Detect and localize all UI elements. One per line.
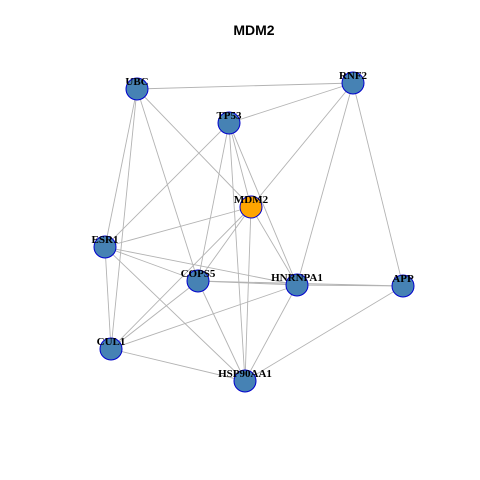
node-circle-app[interactable] — [391, 274, 415, 298]
node-hnrnpa1[interactable]: HNRNPA1 — [271, 272, 323, 297]
node-label-ubc: UBC — [125, 76, 148, 88]
edge-cul1-hsp90aa1 — [110, 348, 246, 382]
edge-layer — [104, 82, 404, 382]
edge-tp53-hnrnpa1 — [228, 122, 298, 286]
edge-ubc-rnf2 — [136, 82, 354, 90]
node-label-app: APP — [392, 273, 414, 285]
edge-esr1-hsp90aa1 — [104, 246, 246, 382]
node-circle-hnrnpa1[interactable] — [285, 273, 309, 297]
node-label-rnf2: RNF2 — [339, 70, 368, 82]
node-mdm2[interactable]: MDM2 — [234, 194, 269, 219]
node-circle-rnf2[interactable] — [341, 71, 365, 95]
edge-mdm2-cul1 — [110, 206, 252, 350]
node-label-mdm2: MDM2 — [234, 194, 269, 206]
node-label-tp53: TP53 — [216, 110, 242, 122]
node-label-cul1: CUL1 — [97, 336, 126, 348]
edge-esr1-cops5 — [104, 246, 199, 282]
edge-mdm2-esr1 — [104, 206, 252, 248]
node-cops5[interactable]: COPS5 — [181, 268, 216, 293]
node-esr1[interactable]: ESR1 — [92, 234, 119, 259]
node-label-esr1: ESR1 — [92, 234, 119, 246]
node-circle-esr1[interactable] — [93, 235, 117, 259]
edge-tp53-mdm2 — [228, 122, 252, 208]
edge-esr1-hnrnpa1 — [104, 246, 298, 286]
edge-app-hsp90aa1 — [244, 285, 404, 382]
node-circle-ubc[interactable] — [125, 77, 149, 101]
edge-mdm2-hsp90aa1 — [244, 206, 252, 382]
edge-rnf2-tp53 — [228, 82, 354, 124]
edge-hnrnpa1-app — [296, 284, 404, 287]
edge-mdm2-hnrnpa1 — [250, 206, 298, 286]
node-circle-hsp90aa1[interactable] — [233, 369, 257, 393]
node-hsp90aa1[interactable]: HSP90AA1 — [218, 368, 272, 393]
edge-rnf2-mdm2 — [250, 82, 354, 208]
edge-ubc-esr1 — [104, 88, 138, 248]
edge-hnrnpa1-hsp90aa1 — [244, 284, 298, 382]
node-label-cops5: COPS5 — [181, 268, 216, 280]
edge-tp53-hsp90aa1 — [228, 122, 246, 382]
node-label-hnrnpa1: HNRNPA1 — [271, 272, 323, 284]
edge-rnf2-hnrnpa1 — [296, 82, 354, 286]
edge-tp53-esr1 — [104, 122, 230, 248]
node-circle-cul1[interactable] — [99, 337, 123, 361]
node-cul1[interactable]: CUL1 — [97, 336, 126, 361]
node-ubc[interactable]: UBC — [125, 76, 149, 101]
node-label-hsp90aa1: HSP90AA1 — [218, 368, 272, 380]
edge-tp53-cops5 — [197, 122, 230, 282]
edge-cops5-cul1 — [110, 280, 199, 350]
edge-ubc-mdm2 — [136, 88, 252, 208]
edge-ubc-cul1 — [110, 88, 138, 350]
node-rnf2[interactable]: RNF2 — [339, 70, 368, 95]
node-circle-cops5[interactable] — [186, 269, 210, 293]
node-tp53[interactable]: TP53 — [216, 110, 242, 135]
diagram-title: MDM2 — [233, 22, 274, 38]
edge-cops5-hsp90aa1 — [197, 280, 246, 382]
node-circle-mdm2[interactable] — [239, 195, 263, 219]
edge-esr1-cul1 — [104, 246, 112, 350]
edge-rnf2-app — [352, 82, 404, 287]
edge-mdm2-cops5 — [197, 206, 252, 282]
node-circle-tp53[interactable] — [217, 111, 241, 135]
node-app[interactable]: APP — [391, 273, 415, 298]
edge-hnrnpa1-cul1 — [110, 284, 298, 350]
